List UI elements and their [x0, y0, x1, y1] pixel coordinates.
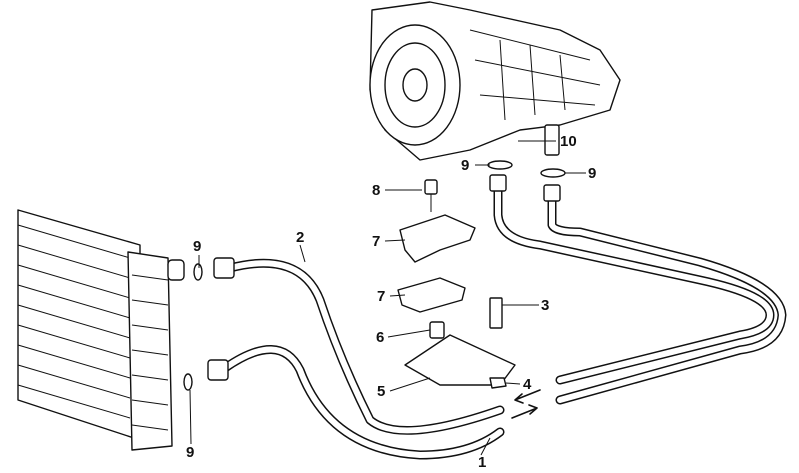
callout-9: 9 — [461, 157, 469, 174]
cooler-pipes-left — [183, 257, 505, 460]
callout-2: 2 — [296, 229, 304, 246]
leader-lines — [189, 140, 586, 456]
callout-9: 9 — [186, 444, 194, 461]
radiator — [17, 209, 185, 451]
callout-6: 6 — [376, 329, 384, 346]
callout-4: 4 — [523, 376, 532, 393]
transmission-pipes-right — [487, 124, 787, 405]
callout-3: 3 — [541, 297, 549, 314]
callout-7: 7 — [372, 233, 380, 250]
callout-8: 8 — [372, 182, 380, 199]
callout-10: 10 — [560, 133, 577, 150]
callout-labels: 10 9 9 8 7 2 9 7 3 6 4 5 9 1 — [186, 133, 596, 471]
direction-arrows — [511, 389, 541, 419]
automatic-transmission — [369, 1, 621, 161]
callout-7: 7 — [377, 288, 385, 305]
callout-9: 9 — [193, 238, 201, 255]
mounting-parts — [397, 179, 516, 389]
callout-1: 1 — [478, 454, 486, 471]
callout-9: 9 — [588, 165, 596, 182]
callout-5: 5 — [377, 383, 385, 400]
